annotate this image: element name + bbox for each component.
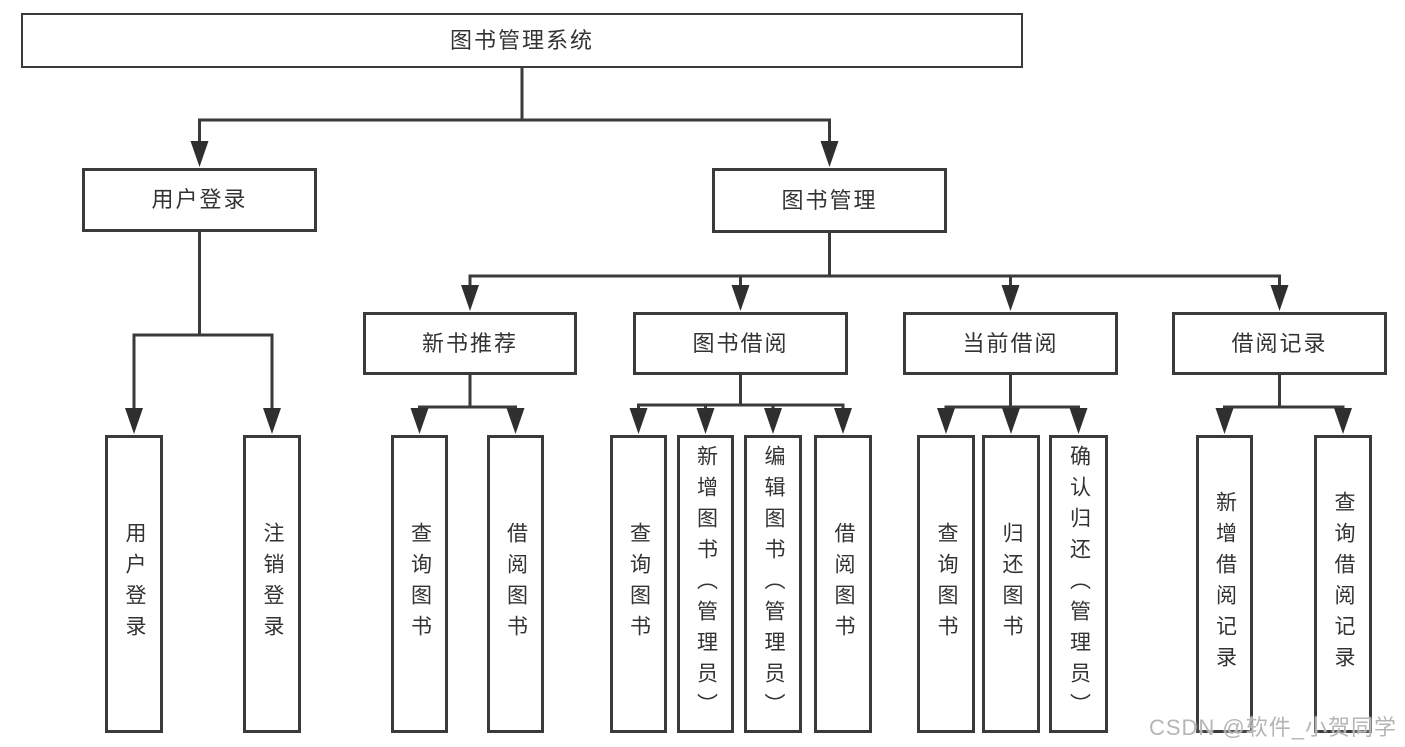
node-borrow-records: 借阅记录 (1172, 312, 1387, 375)
node-current-return: 归还图书 (982, 435, 1040, 733)
node-root: 图书管理系统 (21, 13, 1023, 68)
node-records-query: 查询借阅记录 (1314, 435, 1372, 733)
node-user-login: 用户登录 (82, 168, 317, 232)
node-login-user: 用户登录 (105, 435, 163, 733)
node-book-mgmt: 图书管理 (712, 168, 947, 233)
node-borrow-edit: 编辑图书（管理员） (744, 435, 802, 733)
node-current-query: 查询图书 (917, 435, 975, 733)
node-new-books: 新书推荐 (363, 312, 577, 375)
node-records-add: 新增借阅记录 (1196, 435, 1253, 733)
node-newbooks-borrow: 借阅图书 (487, 435, 544, 733)
node-current-borrow: 当前借阅 (903, 312, 1118, 375)
node-current-confirm: 确认归还（管理员） (1049, 435, 1108, 733)
csdn-watermark: CSDN @软件_小贺同学 (1148, 715, 1397, 740)
node-logout: 注销登录 (243, 435, 301, 733)
node-borrow-do: 借阅图书 (814, 435, 872, 733)
node-book-borrow: 图书借阅 (633, 312, 848, 375)
node-newbooks-query: 查询图书 (391, 435, 448, 733)
node-borrow-add: 新增图书（管理员） (677, 435, 734, 733)
node-borrow-query: 查询图书 (610, 435, 667, 733)
